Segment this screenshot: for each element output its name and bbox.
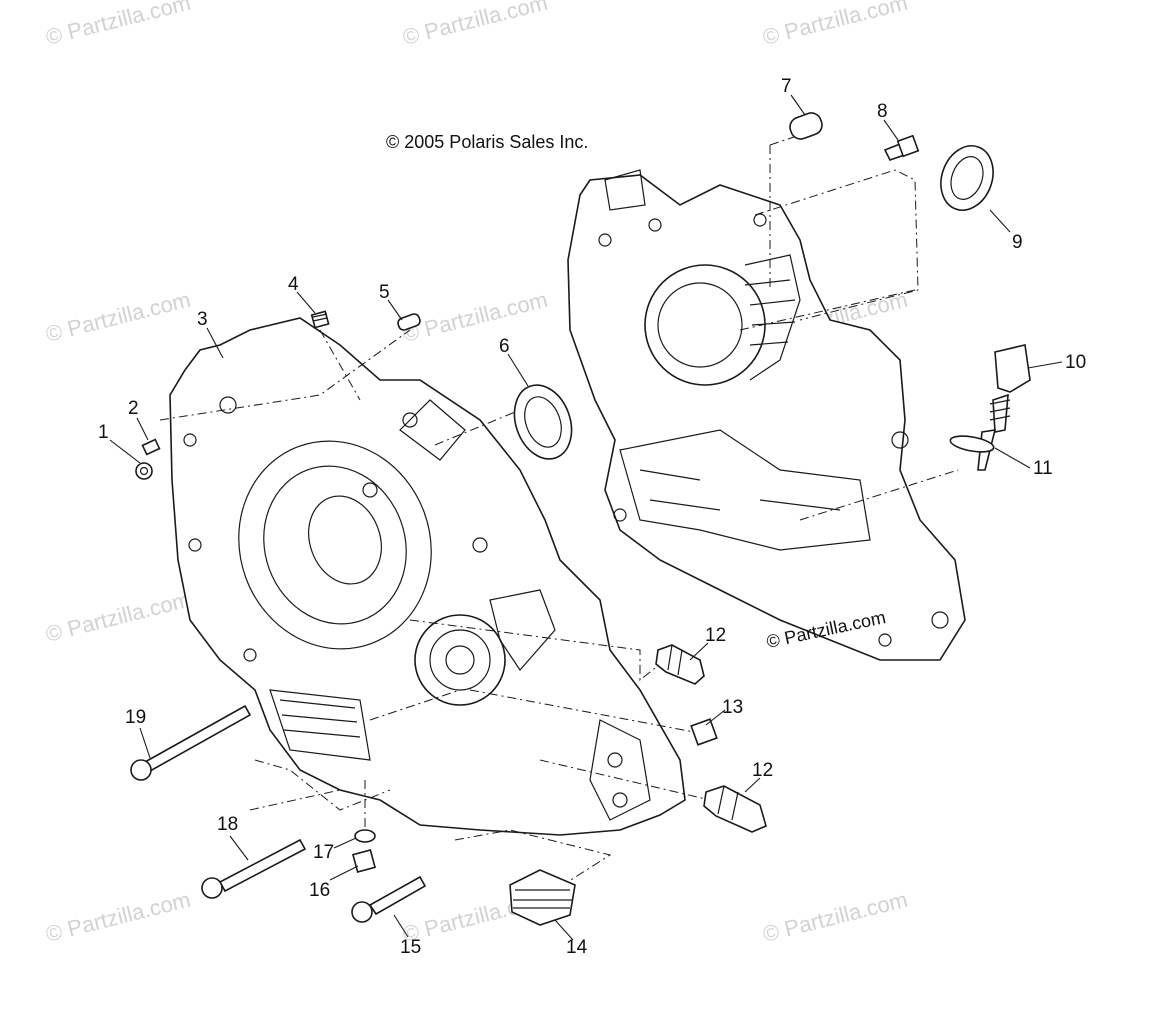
callout-8: 8 <box>877 101 888 122</box>
callout-5: 5 <box>379 282 390 303</box>
part-9-oil-seal <box>940 145 994 211</box>
callout-16: 16 <box>309 880 330 901</box>
left-crankcase <box>169 317 686 836</box>
right-crankcase <box>567 169 966 661</box>
part-16-drain-plug <box>351 848 377 874</box>
callout-6: 6 <box>499 336 510 357</box>
callout-17: 17 <box>313 842 334 863</box>
part-14-fitting <box>509 869 576 926</box>
callout-14: 14 <box>566 937 588 958</box>
part-2-dowel-pin <box>141 438 161 456</box>
watermark: © Partzilla.com <box>43 887 193 947</box>
part-5-dowel <box>397 313 421 331</box>
part-18-bolt <box>218 838 307 893</box>
part-6-bearing <box>513 384 573 460</box>
callout-18: 18 <box>217 814 238 835</box>
callout-2: 2 <box>128 398 139 419</box>
callout-numbers: 1 2 3 4 5 6 7 8 9 10 11 12 13 12 14 15 1… <box>98 76 1086 958</box>
watermark: © Partzilla.com <box>43 287 193 347</box>
callout-3: 3 <box>197 309 208 330</box>
assembly-centerlines <box>159 134 959 891</box>
small-parts <box>130 112 1031 926</box>
part-19-bolt <box>143 704 252 773</box>
copyright-notice: © 2005 Polaris Sales Inc. <box>386 132 588 152</box>
callout-12: 12 <box>752 760 773 781</box>
callout-15: 15 <box>400 937 421 958</box>
callout-11: 11 <box>1033 458 1053 479</box>
callout-9: 9 <box>1012 232 1023 253</box>
callout-10: 10 <box>1065 352 1086 373</box>
part-15-bolt <box>368 875 427 916</box>
part-1-nut <box>135 462 153 480</box>
callout-19: 19 <box>125 707 146 728</box>
part-10-dipstick <box>994 344 1031 393</box>
callout-1: 1 <box>98 422 109 443</box>
callout-4: 4 <box>288 274 299 295</box>
part-11-o-ring <box>949 435 995 453</box>
leader-lines <box>109 94 1063 941</box>
part-7-dowel <box>789 112 823 140</box>
part-13-plug <box>690 718 718 746</box>
watermark: © Partzilla.com <box>43 0 193 50</box>
watermark: © Partzilla.com <box>43 587 193 647</box>
callout-12: 12 <box>705 625 726 646</box>
part-17-washer <box>354 829 376 843</box>
watermark: © Partzilla.com <box>400 287 550 347</box>
part-12-fitting <box>703 785 767 833</box>
callout-7: 7 <box>781 76 792 97</box>
watermark: © Partzilla.com <box>760 887 910 947</box>
watermark: © Partzilla.com <box>400 0 550 50</box>
callout-13: 13 <box>722 697 743 718</box>
watermark: © Partzilla.com <box>760 0 910 50</box>
